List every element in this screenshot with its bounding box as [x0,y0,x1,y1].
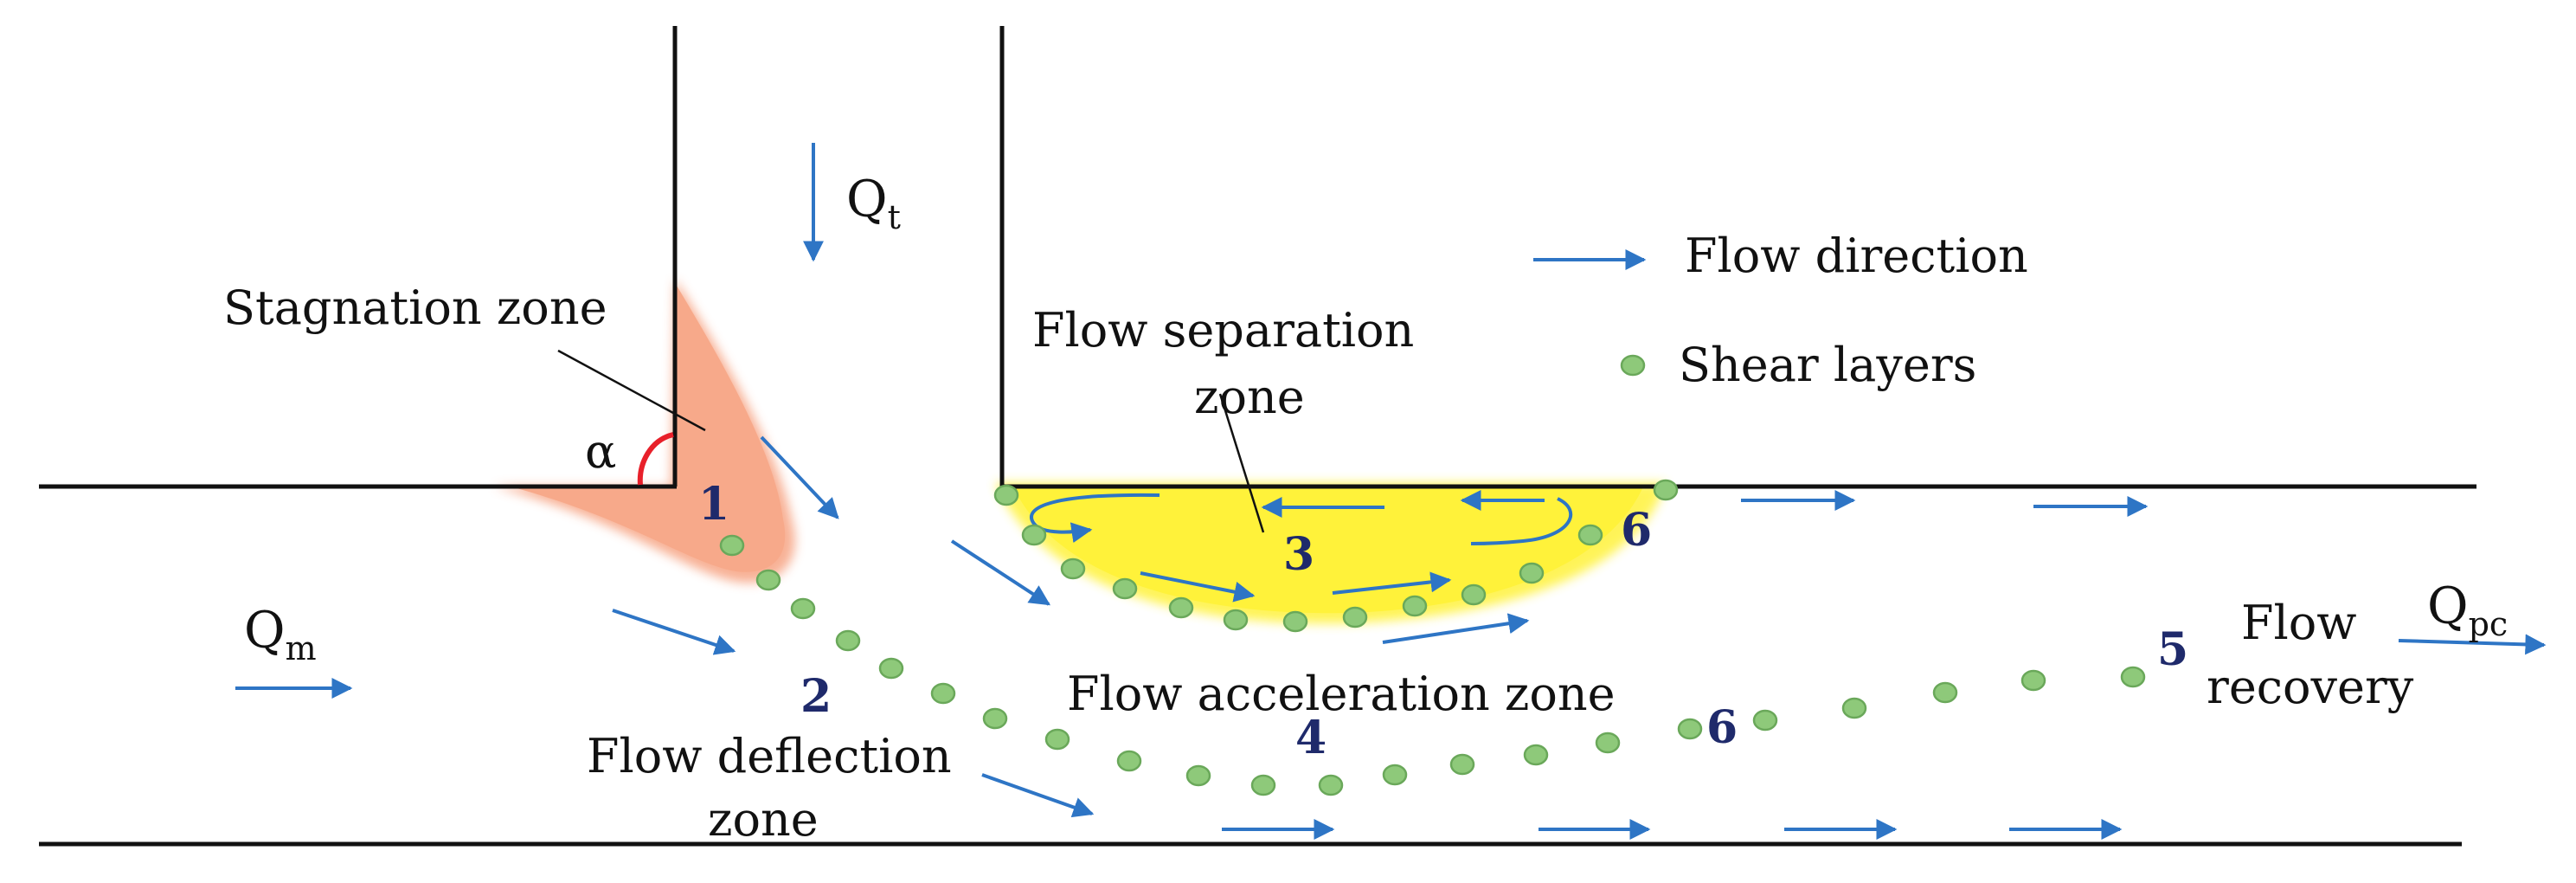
zone-number: 2 [800,670,832,723]
legend-shear-layers-label: Shear layers [1679,338,1976,392]
tributary-discharge-label: Qt [846,170,901,236]
zone-number: 4 [1295,712,1327,764]
zone-number: 6 [1706,701,1738,754]
junction-angle-symbol: α [585,424,616,479]
junction-angle-mark [637,432,674,486]
stagnation-zone-label: Stagnation zone [223,280,607,335]
deflection-zone-label-line2: zone [708,792,819,847]
main-discharge-label: Qm [244,601,317,667]
zone-number: 3 [1283,528,1314,581]
zone-number: 1 [698,478,729,531]
acceleration-zone-label: Flow acceleration zone [1067,667,1616,721]
separation-zone-label-line1: Flow separation [1032,303,1414,358]
recovery-zone-label-line2: recovery [2207,660,2414,714]
shear-layer-dots [719,479,2146,796]
separation-zone-label-line2: zone [1194,370,1305,424]
flow-arrows [235,143,2547,840]
stagnation-leader-line [557,349,706,432]
post-confluence-discharge-label: Qpc [2427,577,2508,643]
recovery-zone-label-line1: Flow [2241,596,2356,650]
legend: Flow direction Shear layers [1533,229,2028,392]
zone-number: 5 [2157,623,2188,676]
channel-walls [39,26,2476,847]
separation-leader-line [1218,393,1265,533]
recirculation-loop-right [1470,497,1573,545]
deflection-zone-label-line1: Flow deflection [587,729,952,783]
legend-dot-icon [1620,354,1646,377]
recirculation-loop-left [1030,493,1160,544]
zone-number: 6 [1621,504,1652,557]
legend-flow-direction-label: Flow direction [1685,229,2028,283]
